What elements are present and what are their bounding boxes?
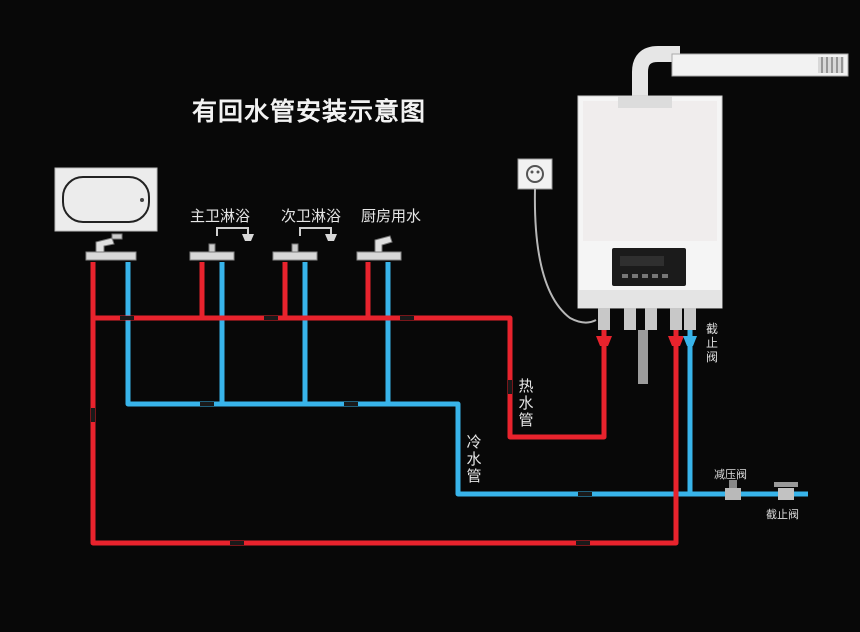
hot-pipe-network [90,262,679,546]
flue-elbow [632,46,680,98]
main-shutoff-valve-icon [774,482,798,500]
cold-pipe-network [125,262,808,497]
label-cold-water-pipe: 冷水管 [466,433,482,485]
label-second-bath-shower: 次卫淋浴 [281,207,342,225]
hot-outlet-valve-icon [596,336,612,346]
shower-icon-second-bath [272,227,337,261]
label-pressure-reducing-valve: 减压阀 [714,468,747,481]
cold-inlet-valve-icon [683,336,697,346]
shower-icon-main-bath [189,227,254,261]
bathtub-faucet-icon [85,233,137,261]
label-main-shutoff-valve: 截止阀 [766,508,799,521]
hot-return-loop [90,262,679,546]
label-shutoff-valve-right: 截止阀 [705,322,718,364]
pipe-joints [91,316,592,545]
heater-display-icon [612,248,686,286]
power-socket-icon [517,158,553,190]
diagram-title: 有回水管安装示意图 [192,97,427,126]
cold-main-pipe [125,262,808,497]
hot-supply-pipe [93,315,607,440]
label-hot-water-pipe: 热水管 [518,377,534,429]
heater-front-panel [583,101,717,241]
kitchen-faucet-icon [356,235,402,261]
water-heater [577,46,849,384]
return-valve-icon [668,336,684,346]
label-kitchen-water: 厨房用水 [361,207,422,225]
label-main-bath-shower: 主卫淋浴 [190,207,251,225]
flue-pipe [671,53,849,77]
gas-pipe [638,330,648,384]
bathtub-icon [54,167,158,232]
power-cord [533,188,597,324]
heater-bottom [578,290,722,308]
heater-top-cap [618,96,672,108]
pressure-reducing-valve-icon [725,480,741,500]
